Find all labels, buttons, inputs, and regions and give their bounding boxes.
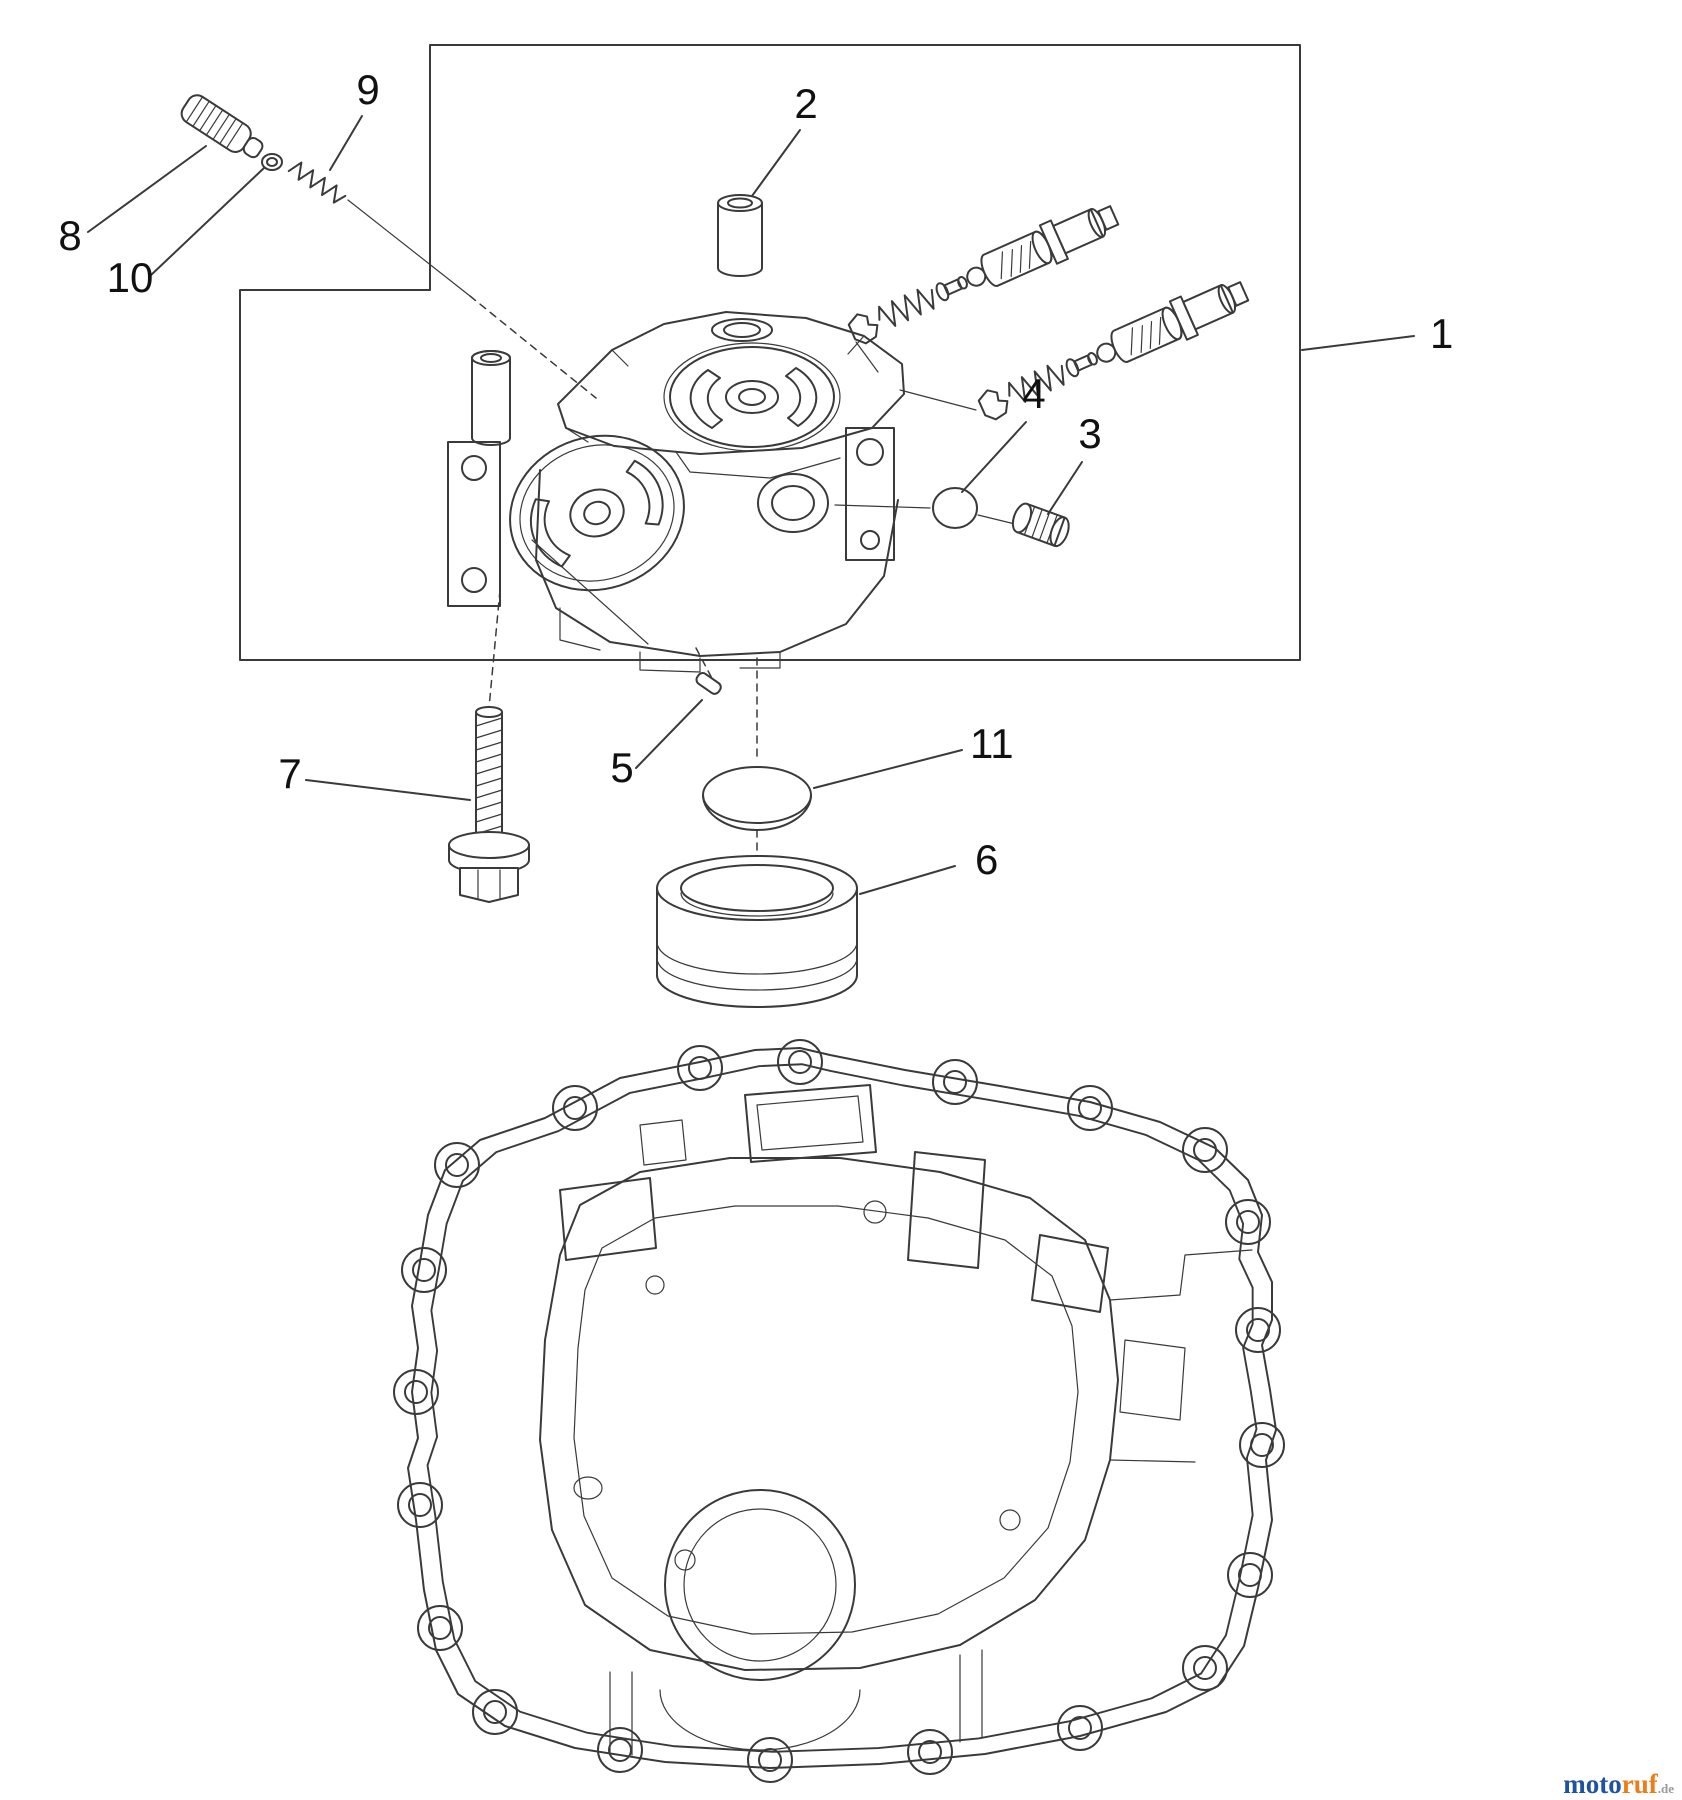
valve-cartridge-upper — [842, 195, 1124, 353]
valve-body — [447, 311, 905, 673]
callout-7-label: 7 — [278, 750, 301, 797]
transaxle-case — [393, 1039, 1285, 1783]
callout-2-label: 2 — [794, 80, 817, 127]
left-pump-face — [509, 434, 685, 592]
callout-9-leader — [329, 115, 363, 171]
valve-cartridge-lower — [972, 271, 1254, 429]
callout-2-leader — [751, 129, 801, 197]
callout-8-leader — [87, 145, 207, 233]
callout-7-leader — [305, 779, 471, 801]
callout-10-label: 10 — [107, 254, 154, 301]
part-3-bushing — [1011, 502, 1070, 548]
callout-11-label: 11 — [970, 720, 1014, 767]
callout-3-leader — [1047, 461, 1083, 515]
callout-5-label: 5 — [610, 744, 633, 791]
callout-6-leader — [859, 865, 956, 895]
callout-leader-lines — [87, 115, 1415, 895]
part-8-spring-pin — [180, 94, 264, 159]
part-5-dowel-pin — [695, 672, 722, 695]
part-6-seal-collar — [656, 855, 858, 1008]
part-4-plug-disc — [932, 487, 978, 529]
callout-1-leader — [1301, 335, 1415, 351]
watermark-brand-prefix: moto — [1563, 1769, 1622, 1799]
callout-6-label: 6 — [975, 836, 998, 883]
callout-4-leader — [961, 421, 1027, 493]
part-10-washer — [261, 153, 283, 171]
callout-labels: 1 2 3 4 5 6 7 8 9 10 11 — [58, 66, 1453, 883]
callout-1-label: 1 — [1430, 310, 1453, 357]
case-bolt-holes — [393, 1039, 1285, 1783]
callout-5-leader — [635, 699, 703, 769]
callout-11-leader — [813, 749, 963, 789]
callout-8-label: 8 — [58, 212, 81, 259]
assembly-group-border — [239, 44, 1301, 661]
callout-10-leader — [149, 167, 265, 277]
watermark-motoruf[interactable]: motoruf.de — [1563, 1771, 1674, 1798]
part-9-spring — [287, 161, 347, 204]
body-standoff-bushing — [471, 350, 511, 446]
watermark-brand-suffix: ruf — [1621, 1769, 1658, 1799]
callout-4-label: 4 — [1022, 370, 1045, 417]
watermark-tld: .de — [1657, 1781, 1674, 1796]
part-11-plug-disc — [702, 766, 812, 831]
callout-9-label: 9 — [356, 66, 379, 113]
part-2-bushing — [717, 194, 763, 277]
assembly-axis-lines — [347, 199, 1016, 851]
part-7-flange-bolt — [448, 706, 530, 903]
callout-3-label: 3 — [1078, 410, 1101, 457]
